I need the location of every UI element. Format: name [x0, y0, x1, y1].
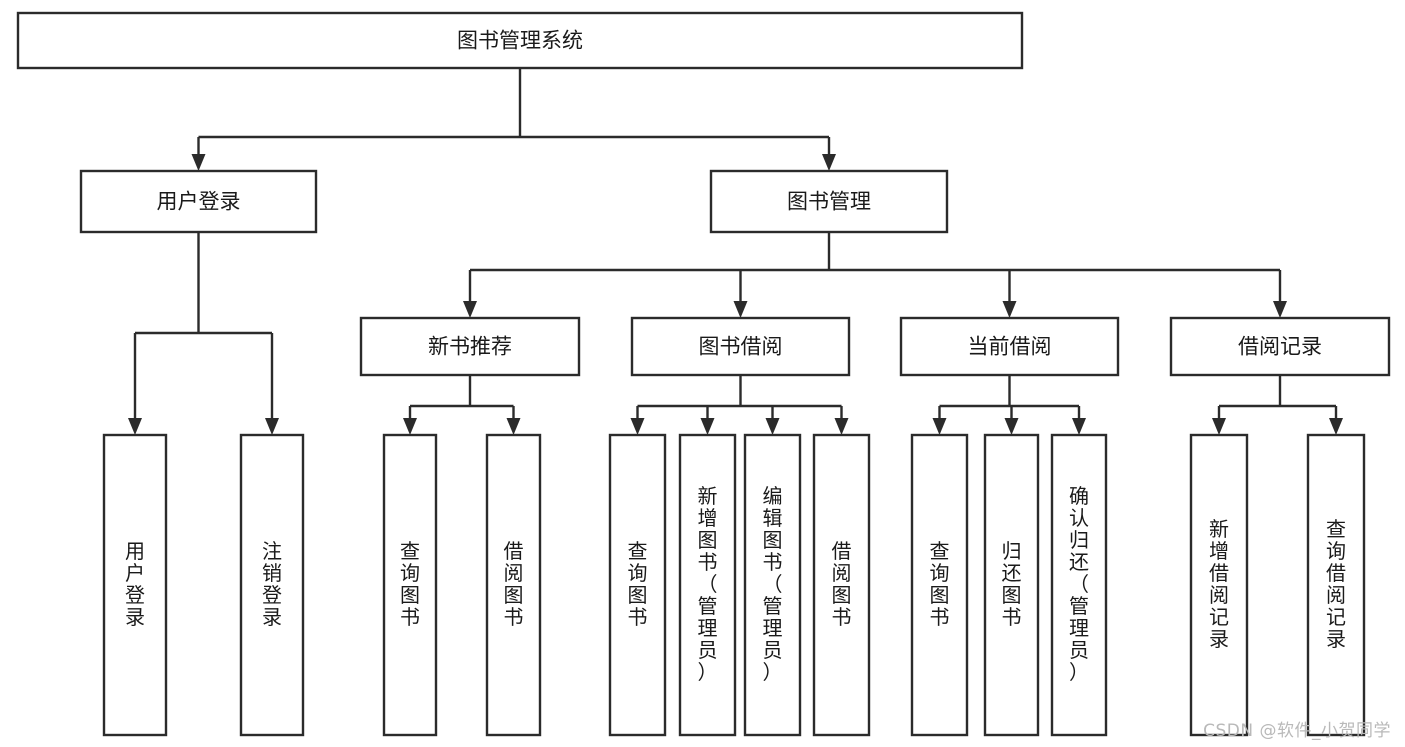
node-box-leaf-add-borrow-record — [1189, 433, 1249, 737]
node-leaf-confirm-return[interactable]: 确认归还（管理员） — [1050, 433, 1108, 737]
arrow-head-leaf-query-borrow-record — [1329, 418, 1343, 435]
node-label-current-borrow: 当前借阅 — [968, 335, 1052, 359]
node-label-leaf-add-borrow-record: 新增借阅记录 — [1209, 517, 1229, 651]
node-label-user-login: 用户登录 — [157, 190, 241, 214]
node-label-new-book-recommend: 新书推荐 — [428, 335, 512, 359]
node-box-leaf-query-book-a — [382, 433, 438, 737]
node-label-leaf-borrow-book-a: 借阅图书 — [504, 539, 524, 629]
node-label-leaf-user-login: 用户登录 — [125, 539, 145, 629]
watermark-label: CSDN @软件_小贺同学 — [1203, 721, 1391, 741]
arrow-head-book-borrow — [733, 301, 748, 318]
arrow-head-leaf-user-login — [128, 418, 142, 435]
node-box-leaf-user-login — [102, 433, 168, 737]
node-box-book-borrow — [630, 316, 851, 377]
arrow-head-leaf-query-book-a — [403, 418, 417, 435]
node-box-book-manage — [709, 169, 949, 234]
connector-group-book-borrow — [630, 375, 849, 435]
arrow-head-leaf-query-book-c — [932, 418, 947, 435]
node-box-leaf-return-book — [983, 433, 1040, 737]
node-leaf-user-login[interactable]: 用户登录 — [102, 433, 168, 737]
node-box-leaf-logout — [239, 433, 305, 737]
node-box-leaf-query-borrow-record — [1306, 433, 1366, 737]
arrow-head-leaf-add-book-admin — [700, 418, 715, 435]
connector-layer — [128, 68, 1343, 435]
node-box-leaf-borrow-book-b — [812, 433, 871, 737]
arrow-head-borrow-record — [1273, 301, 1287, 318]
node-box-current-borrow — [899, 316, 1120, 377]
arrow-head-leaf-query-book-b — [630, 418, 645, 435]
node-label-leaf-edit-book-admin: 编辑图书（管理员） — [763, 484, 783, 684]
node-box-leaf-edit-book-admin — [743, 433, 802, 737]
node-box-borrow-record — [1169, 316, 1391, 377]
connector-group-root — [191, 68, 836, 171]
node-layer: 图书管理系统用户登录图书管理新书推荐图书借阅当前借阅借阅记录用户登录注销登录查询… — [16, 11, 1391, 737]
node-label-leaf-query-book-a: 查询图书 — [400, 539, 420, 629]
node-label-leaf-borrow-book-b: 借阅图书 — [832, 539, 852, 629]
node-label-leaf-query-book-c: 查询图书 — [930, 539, 950, 629]
node-leaf-borrow-book-a[interactable]: 借阅图书 — [485, 433, 542, 737]
node-label-book-borrow: 图书借阅 — [699, 335, 783, 359]
node-leaf-query-book-b[interactable]: 查询图书 — [608, 433, 667, 737]
arrow-head-user-login — [191, 154, 206, 171]
arrow-head-current-borrow — [1002, 301, 1017, 318]
node-box-leaf-query-book-c — [910, 433, 969, 737]
node-leaf-borrow-book-b[interactable]: 借阅图书 — [812, 433, 871, 737]
node-leaf-edit-book-admin[interactable]: 编辑图书（管理员） — [743, 433, 802, 737]
connector-group-borrow-record — [1212, 375, 1343, 435]
node-new-book-recommend[interactable]: 新书推荐 — [359, 316, 581, 377]
arrow-head-book-manage — [822, 154, 836, 171]
connector-group-user-login — [128, 232, 279, 435]
arrow-head-leaf-return-book — [1004, 418, 1019, 435]
arrow-head-leaf-add-borrow-record — [1212, 418, 1226, 435]
node-label-leaf-query-borrow-record: 查询借阅记录 — [1326, 517, 1346, 651]
connector-group-book-manage — [463, 232, 1287, 318]
node-leaf-return-book[interactable]: 归还图书 — [983, 433, 1040, 737]
node-leaf-query-book-a[interactable]: 查询图书 — [382, 433, 438, 737]
node-label-book-manage: 图书管理 — [787, 190, 871, 214]
connector-group-current-borrow — [932, 375, 1086, 435]
node-user-login[interactable]: 用户登录 — [79, 169, 318, 234]
node-current-borrow[interactable]: 当前借阅 — [899, 316, 1120, 377]
node-label-leaf-confirm-return: 确认归还（管理员） — [1069, 484, 1089, 684]
node-label-leaf-logout: 注销登录 — [262, 539, 282, 629]
node-box-leaf-borrow-book-a — [485, 433, 542, 737]
arrow-head-leaf-edit-book-admin — [765, 418, 780, 435]
node-box-leaf-query-book-b — [608, 433, 667, 737]
node-leaf-query-borrow-record[interactable]: 查询借阅记录 — [1306, 433, 1366, 737]
node-book-manage[interactable]: 图书管理 — [709, 169, 949, 234]
node-label-leaf-return-book: 归还图书 — [1002, 539, 1022, 629]
arrow-head-new-book-recommend — [463, 301, 477, 318]
node-leaf-query-book-c[interactable]: 查询图书 — [910, 433, 969, 737]
node-leaf-logout[interactable]: 注销登录 — [239, 433, 305, 737]
node-label-leaf-query-book-b: 查询图书 — [628, 539, 648, 629]
node-book-borrow[interactable]: 图书借阅 — [630, 316, 851, 377]
node-root[interactable]: 图书管理系统 — [16, 11, 1024, 70]
node-leaf-add-book-admin[interactable]: 新增图书（管理员） — [678, 433, 737, 737]
node-label-leaf-add-book-admin: 新增图书（管理员） — [698, 484, 718, 684]
node-label-borrow-record: 借阅记录 — [1238, 335, 1322, 359]
node-box-root — [16, 11, 1024, 70]
arrow-head-leaf-borrow-book-a — [506, 418, 521, 435]
node-label-root: 图书管理系统 — [457, 29, 583, 53]
connector-group-new-book-recommend — [403, 375, 521, 435]
arrow-head-leaf-borrow-book-b — [834, 418, 849, 435]
node-box-leaf-add-book-admin — [678, 433, 737, 737]
node-box-leaf-confirm-return — [1050, 433, 1108, 737]
arrow-head-leaf-logout — [265, 418, 279, 435]
arrow-head-leaf-confirm-return — [1072, 418, 1086, 435]
node-box-new-book-recommend — [359, 316, 581, 377]
node-borrow-record[interactable]: 借阅记录 — [1169, 316, 1391, 377]
node-box-user-login — [79, 169, 318, 234]
node-leaf-add-borrow-record[interactable]: 新增借阅记录 — [1189, 433, 1249, 737]
